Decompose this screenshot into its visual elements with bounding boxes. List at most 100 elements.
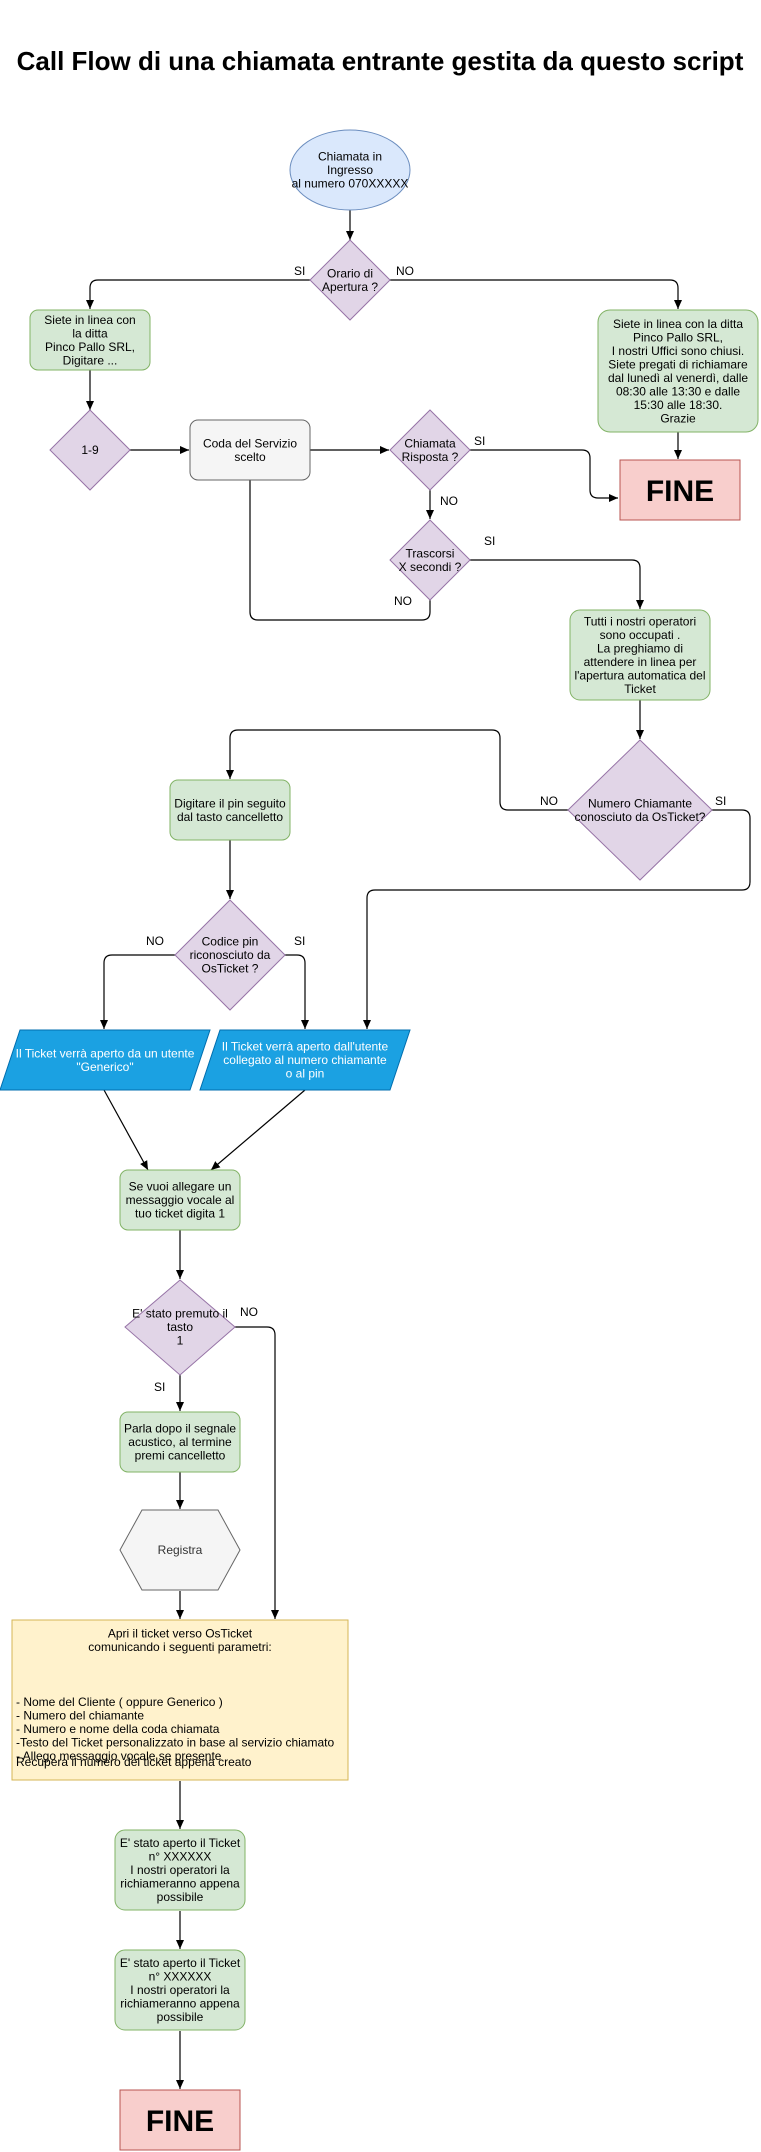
text-line: attendere in linea per (584, 655, 697, 669)
text-line: Apri il ticket verso OsTicket (108, 1626, 253, 1640)
text-line: n° XXXXXX (149, 1970, 212, 1984)
text-line: possibile (157, 2010, 204, 2024)
text-line: al numero 070XXXXX (292, 177, 409, 191)
label-pin-si: SI (294, 934, 305, 948)
text-line: tasto (167, 1320, 193, 1334)
text-line: sono occupati . (600, 628, 681, 642)
text-line: 1 (177, 1334, 184, 1348)
label-answered-no: NO (440, 494, 458, 508)
text-line: l'apertura automatica del (574, 668, 705, 682)
text-line: Apertura ? (322, 280, 378, 294)
text-line: 08:30 alle 13:30 e dalle (616, 384, 740, 398)
text-line: I nostri operatori la (130, 1983, 230, 1997)
ticket-generic: Il Ticket verrà aperto da un utente"Gene… (0, 1029, 211, 1091)
text-line: riconosciuto da (190, 948, 271, 962)
edge-timeout-si (470, 559, 644, 609)
edge-known-no (226, 729, 568, 811)
text-line: Chiamata in (318, 150, 382, 164)
text-line: Pinco Pallo SRL, (45, 340, 135, 354)
edge-known-si (363, 809, 751, 1029)
text-line: - Nome del Cliente ( oppure Generico ) (16, 1695, 223, 1709)
svg-text:FINE: FINE (646, 475, 714, 508)
text-line: X secondi ? (399, 560, 462, 574)
end-node-2: FINE (119, 2089, 241, 2151)
label-answered-si: SI (474, 434, 485, 448)
text-line: Digitare il pin seguito (174, 796, 286, 810)
edge-answered-si (470, 449, 618, 502)
text-line: messaggio vocale al (126, 1193, 235, 1207)
text-line: La preghiamo di (597, 641, 683, 655)
svg-text:- Nome del Cliente ( oppure Ge: - Nome del Cliente ( oppure Generico )- … (16, 1695, 334, 1763)
text-line: Codice pin (202, 935, 259, 949)
text-line: possibile (157, 1890, 204, 1904)
label-timeout-si: SI (484, 534, 495, 548)
text-line: OsTicket ? (202, 962, 259, 976)
label-key1-si: SI (154, 1380, 165, 1394)
svg-text:Recupera il numero del ticket: Recupera il numero del ticket appena cre… (16, 1755, 252, 1769)
text-line: Recupera il numero del ticket appena cre… (16, 1755, 252, 1769)
text-line: Il Ticket verrà aperto da un utente (16, 1046, 195, 1060)
svg-text:FINE: FINE (146, 2105, 214, 2138)
text-line: dal lunedì al venerdì, dalle (608, 371, 748, 385)
label-pin-no: NO (146, 934, 164, 948)
text-line: Coda del Servizio (203, 436, 297, 450)
record-node: Registra (119, 1509, 241, 1591)
text-line: Ticket (624, 682, 656, 696)
text-line: - Numero del chiamante (16, 1709, 144, 1723)
text-line: Il Ticket verrà aperto dall'utente (222, 1040, 389, 1054)
edge-pin-si (285, 954, 309, 1029)
label-orario-si: SI (294, 264, 305, 278)
text-line: Risposta ? (402, 450, 459, 464)
decision-choice: 1-9 (49, 409, 131, 491)
text-line: Siete in linea con la ditta (613, 317, 743, 331)
text-line: E' stato aperto il Ticket (120, 1956, 241, 1970)
svg-text:Il Ticket verrà aperto dall'ut: Il Ticket verrà aperto dall'utentecolleg… (222, 1040, 389, 1081)
text-line: I nostri operatori la (130, 1863, 230, 1877)
text-line: Chiamata (404, 436, 456, 450)
text-line: conosciuto da OsTicket? (575, 810, 706, 824)
edge-pin-no (100, 954, 175, 1029)
text-line: comunicando i seguenti parametri: (88, 1640, 271, 1654)
text-line: Siete in linea con (44, 313, 135, 327)
edges (86, 210, 751, 2089)
text-line: n° XXXXXX (149, 1850, 212, 1864)
text-line: "Generico" (76, 1060, 133, 1074)
text-line: Orario di (327, 266, 373, 280)
label-timeout-no: NO (394, 594, 412, 608)
edge-key1-no (235, 1326, 279, 1619)
text-line: - Numero e nome della coda chiamata (16, 1722, 220, 1736)
label-orario-no: NO (396, 264, 414, 278)
end-node-1: FINE (619, 459, 741, 521)
edge-labels: SI NO SI NO SI NO NO SI NO SI NO SI (146, 264, 726, 1394)
text-line: Parla dopo il segnale (124, 1422, 236, 1436)
text-line: Digitare ... (63, 353, 118, 367)
svg-text:1-9: 1-9 (81, 443, 99, 457)
text-line: - Allego messaggio vocale se presente (16, 1749, 222, 1763)
text-line: Registra (158, 1543, 203, 1557)
edge-orario-no (390, 279, 682, 309)
